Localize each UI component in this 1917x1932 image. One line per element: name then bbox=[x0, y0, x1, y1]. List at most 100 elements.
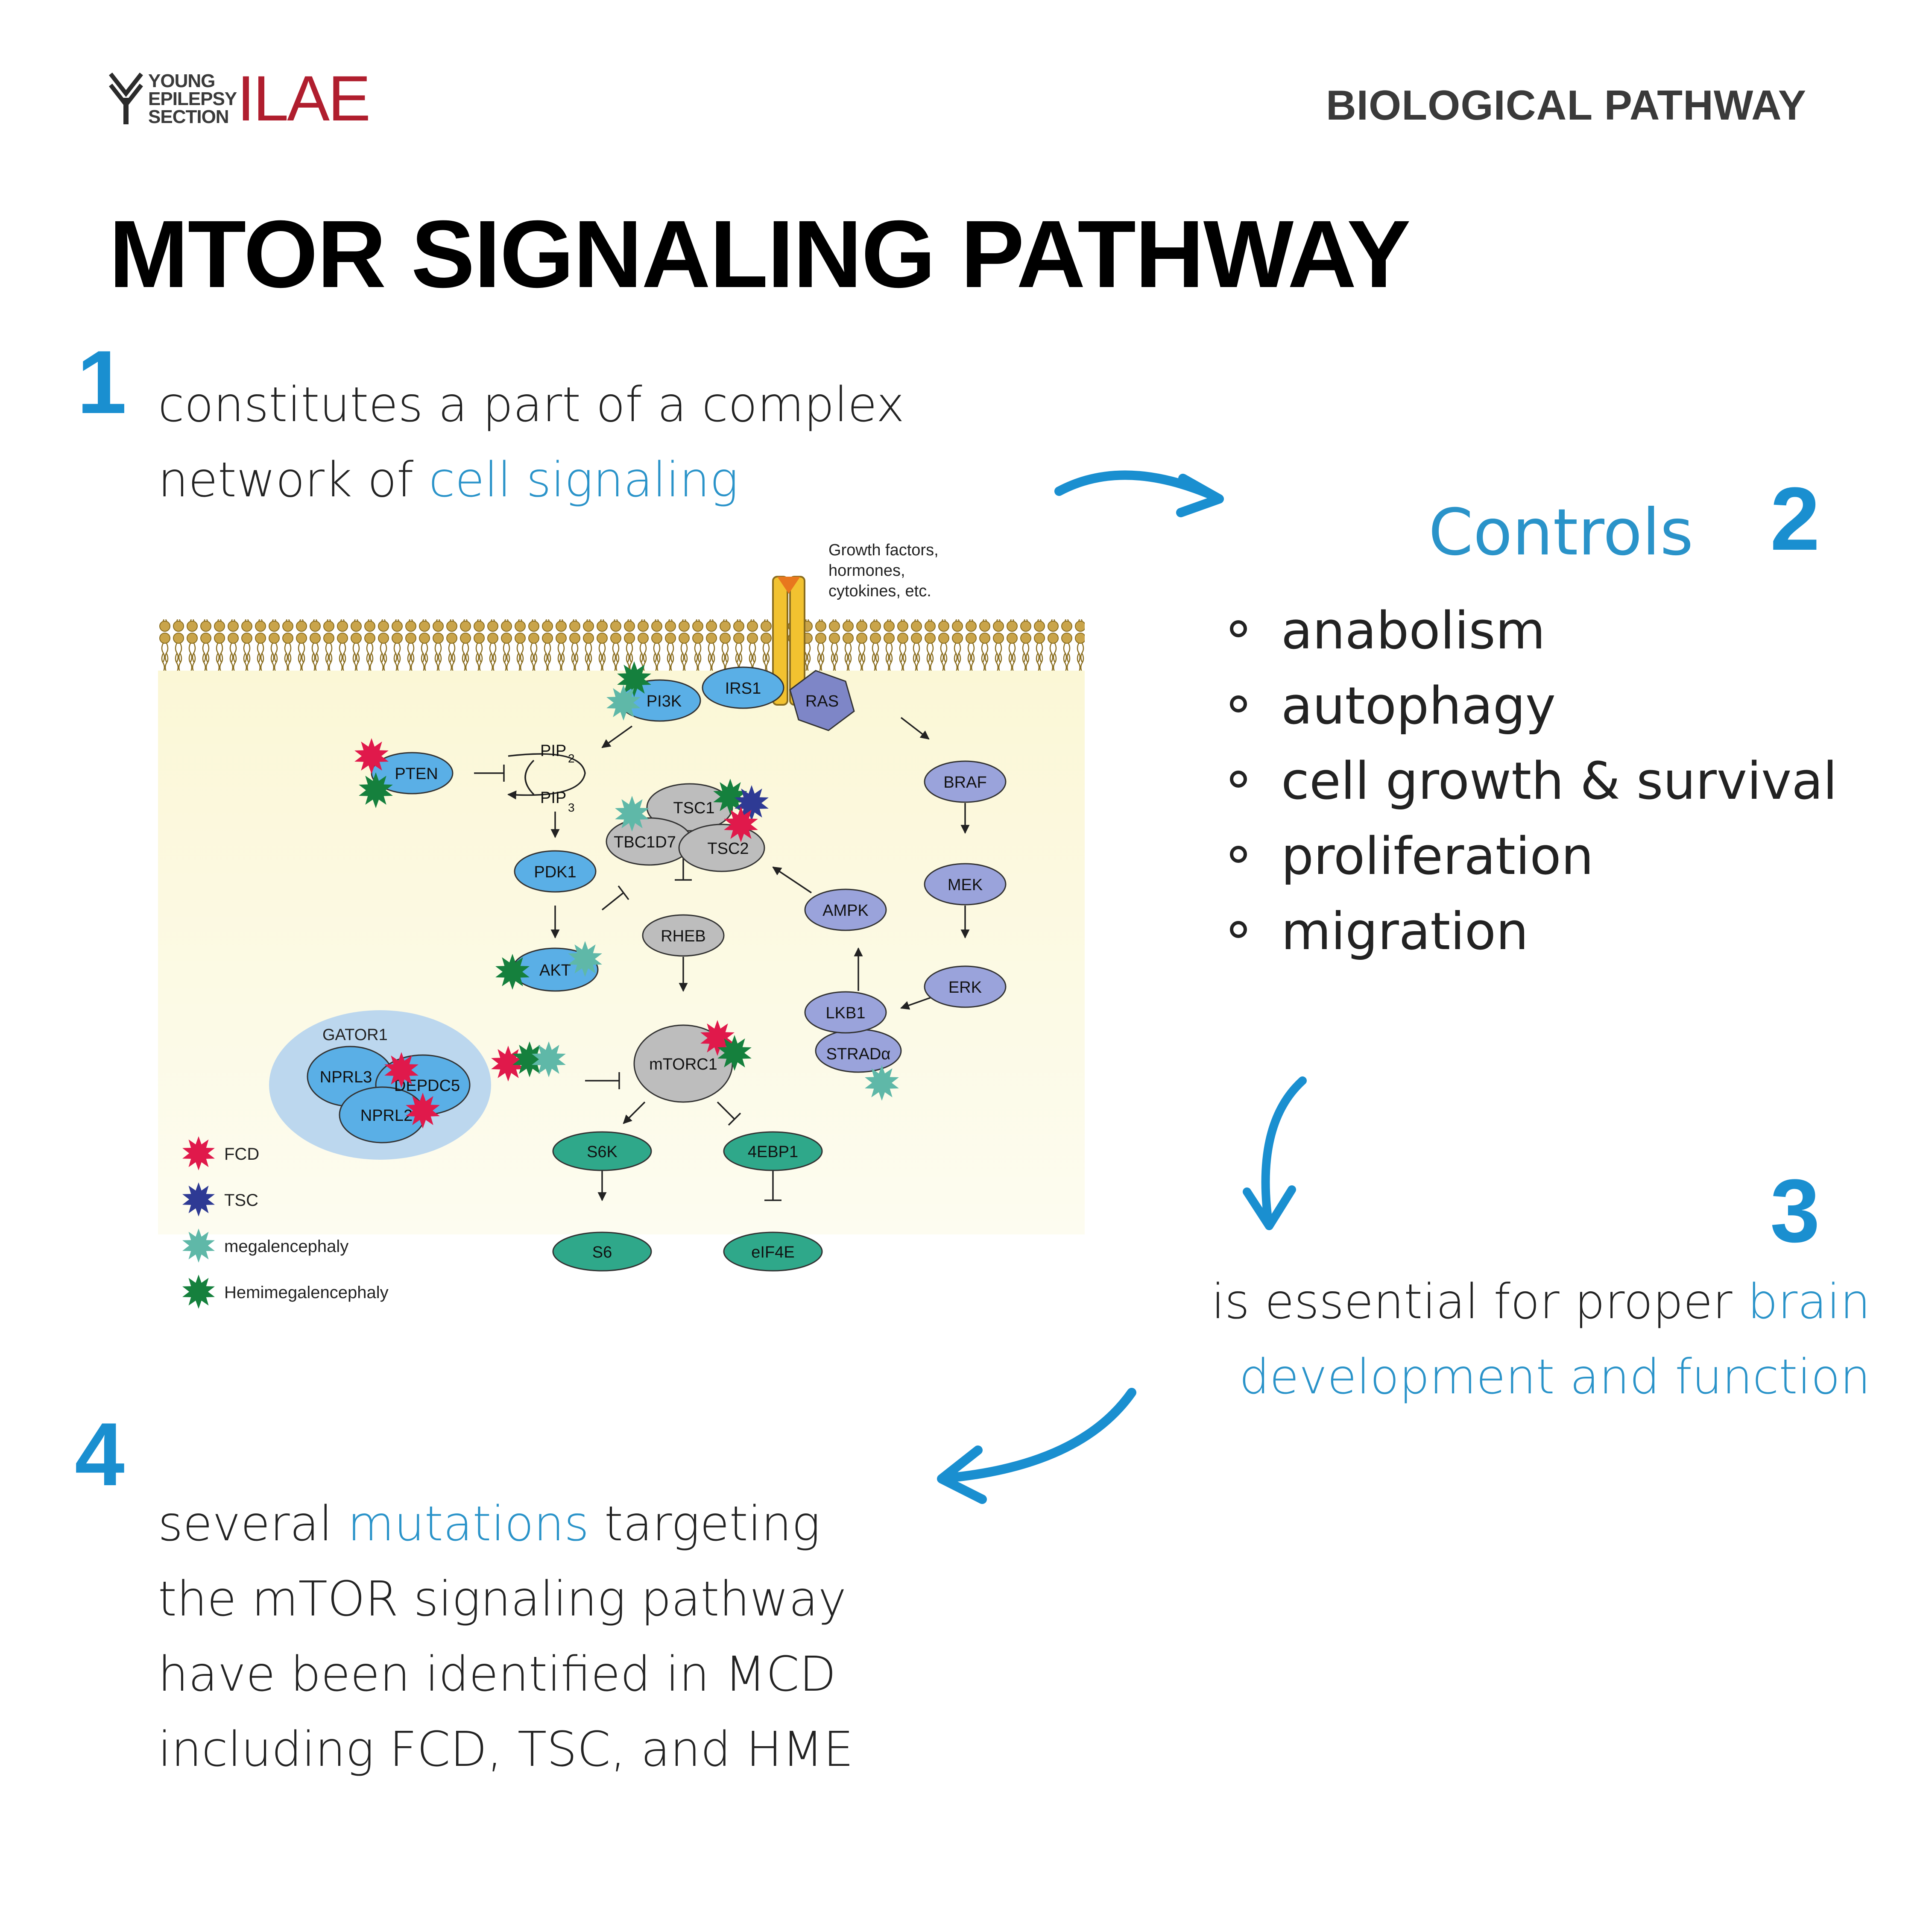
step-3-text: is essential for proper brain developmen… bbox=[1153, 1264, 1870, 1415]
star-hemimegalencephaly-icon bbox=[359, 772, 393, 808]
star-megalencephaly-icon bbox=[865, 1065, 899, 1101]
label-4ebp1: 4EBP1 bbox=[748, 1143, 798, 1161]
node-erk bbox=[924, 965, 1007, 1008]
label-nprl3: NPRL3 bbox=[320, 1068, 372, 1086]
star-hemimegalencephaly-icon bbox=[617, 661, 651, 697]
step-3-line-2: development and function bbox=[1239, 1349, 1870, 1405]
bullet-icon bbox=[1230, 695, 1247, 712]
logo-line-young: YOUNG bbox=[148, 70, 215, 91]
node-rheb bbox=[642, 914, 725, 957]
step-1-text: constitutes a part of a complex network … bbox=[158, 367, 904, 518]
label-tsc2: TSC2 bbox=[707, 840, 749, 858]
label-nprl2: NPRL2 bbox=[360, 1107, 413, 1125]
node-pdk1 bbox=[514, 850, 597, 893]
node-4ebp1 bbox=[723, 1131, 823, 1171]
receptor-label-3: cytokines, etc. bbox=[828, 582, 931, 600]
legend-star-hemimegalencephaly-icon bbox=[182, 1275, 215, 1309]
label-pip3-sub: 3 bbox=[568, 801, 575, 814]
label-pten: PTEN bbox=[395, 765, 438, 783]
node-ampk bbox=[804, 888, 887, 931]
step-1-line-2: network of cell signaling bbox=[158, 452, 739, 508]
node-lkb1 bbox=[804, 991, 887, 1034]
star-fcd-icon bbox=[700, 1020, 735, 1056]
logo: YOUNG EPILEPSY SECTION ILAE bbox=[109, 66, 371, 130]
node-eif4e bbox=[723, 1231, 823, 1272]
node-s6k bbox=[552, 1131, 652, 1171]
logo-ilae: ILAE bbox=[237, 62, 371, 134]
step-3-line-1: is essential for proper brain bbox=[1211, 1274, 1870, 1330]
legend-label-megalencephaly: megalencephaly bbox=[224, 1237, 348, 1256]
node-irs1 bbox=[702, 666, 784, 709]
star-megalencephaly-icon bbox=[532, 1041, 566, 1077]
label-mek: MEK bbox=[948, 876, 983, 894]
star-hemimegalencephaly-icon bbox=[717, 1035, 752, 1071]
bullet-icon bbox=[1230, 620, 1247, 637]
star-hemimegalencephaly-icon bbox=[495, 954, 530, 990]
label-lkb1: LKB1 bbox=[826, 1004, 866, 1022]
step-1-number: 1 bbox=[77, 332, 127, 432]
cell-membrane bbox=[158, 619, 1085, 671]
star-megalencephaly-icon bbox=[606, 685, 641, 721]
receptor-label-1: Growth factors, bbox=[828, 541, 939, 559]
step-2-number: 2 bbox=[1770, 469, 1820, 569]
bullet-icon bbox=[1230, 921, 1247, 938]
step-1-highlight: cell signaling bbox=[429, 452, 739, 508]
node-ras bbox=[789, 670, 855, 731]
legend-label-tsc: TSC bbox=[224, 1191, 258, 1210]
bullet-icon bbox=[1230, 771, 1247, 788]
star-tsc-icon bbox=[735, 785, 769, 821]
bullet-icon bbox=[1230, 846, 1247, 863]
page-title: MTOR SIGNALING PATHWAY bbox=[109, 201, 1411, 308]
logo-y-icon bbox=[109, 72, 143, 124]
step-4-line-2: the mTOR signaling pathway bbox=[158, 1571, 846, 1627]
legend-star-megalencephaly-icon bbox=[182, 1228, 215, 1263]
label-irs1: IRS1 bbox=[725, 680, 761, 698]
step-4-line-4: including FCD, TSC, and HME bbox=[158, 1722, 854, 1777]
node-mek bbox=[924, 863, 1007, 906]
receptor-label-2: hormones, bbox=[828, 562, 905, 580]
label-pi3k: PI3K bbox=[647, 692, 682, 710]
star-megalencephaly-icon bbox=[615, 796, 649, 832]
step-4-number: 4 bbox=[75, 1404, 125, 1504]
label-eif4e: eIF4E bbox=[751, 1243, 794, 1261]
label-braf: BRAF bbox=[943, 774, 986, 792]
label-s6k: S6K bbox=[587, 1143, 618, 1161]
legend-label-fcd: FCD bbox=[224, 1145, 259, 1164]
controls-item: cell growth & survival bbox=[1230, 744, 1837, 819]
label-pdk1: PDK1 bbox=[534, 863, 576, 881]
node-braf bbox=[924, 760, 1007, 803]
mutation-markers bbox=[354, 661, 899, 1129]
star-hemimegalencephaly-icon bbox=[512, 1041, 547, 1077]
legend-star-fcd-icon bbox=[182, 1136, 215, 1170]
controls-item: autophagy bbox=[1230, 669, 1837, 744]
gator1-label: GATOR1 bbox=[322, 1026, 388, 1044]
mtor-pathway-diagram: Growth factors, hormones, cytokines, etc… bbox=[158, 541, 1085, 1309]
node-s6 bbox=[552, 1231, 652, 1272]
logo-line-epilepsy: EPILEPSY bbox=[148, 88, 237, 109]
step-1-line-1: constitutes a part of a complex bbox=[158, 377, 905, 433]
label-erk: ERK bbox=[948, 979, 982, 997]
step-3-highlight: brain bbox=[1747, 1274, 1870, 1330]
step-3-number: 3 bbox=[1770, 1161, 1820, 1261]
controls-item: proliferation bbox=[1230, 819, 1837, 894]
label-akt: AKT bbox=[539, 962, 571, 979]
label-pip2: PIP bbox=[540, 742, 566, 760]
star-fcd-icon bbox=[384, 1052, 419, 1088]
legend-label-hemimegalencephaly: Hemimegalencephaly bbox=[224, 1283, 389, 1302]
label-pip2-sub: 2 bbox=[568, 752, 575, 765]
label-tbc1d7: TBC1D7 bbox=[614, 833, 676, 851]
arrow-1-to-2-icon bbox=[1054, 470, 1224, 517]
label-ras: RAS bbox=[805, 692, 839, 710]
step-4-line-3: have been identified in MCD bbox=[158, 1647, 836, 1702]
arrow-2-to-3-icon bbox=[1243, 1076, 1307, 1230]
controls-item: migration bbox=[1230, 894, 1837, 970]
star-fcd-icon bbox=[354, 738, 389, 774]
star-megalencephaly-icon bbox=[568, 941, 602, 977]
label-mtorc1: mTORC1 bbox=[649, 1055, 717, 1073]
category-label: BIOLOGICAL PATHWAY bbox=[1326, 82, 1807, 129]
step-4-line-1: several mutations targeting bbox=[158, 1496, 820, 1552]
step-4-text: several mutations targeting the mTOR sig… bbox=[158, 1486, 854, 1787]
label-strad: STRADα bbox=[826, 1045, 891, 1063]
controls-item: anabolism bbox=[1230, 594, 1837, 669]
label-tsc1: TSC1 bbox=[673, 799, 714, 817]
